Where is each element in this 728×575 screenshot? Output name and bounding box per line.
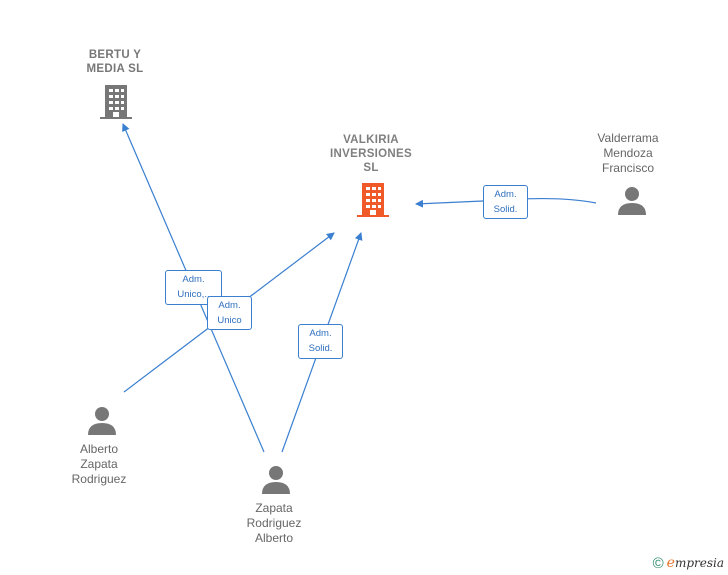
building-icon[interactable] (357, 182, 389, 218)
edge-label-adm-unico-valkiria[interactable]: Adm. Unico (207, 296, 252, 330)
building-icon[interactable] (100, 84, 132, 120)
node-label-zapata-rodriguez: Zapata Rodriguez Alberto (246, 501, 302, 545)
empresia-logo[interactable]: ©empresia (653, 555, 724, 572)
brand-name: mpresia (674, 556, 724, 570)
person-icon[interactable] (617, 186, 647, 216)
brand-e: e (666, 555, 675, 571)
person-icon[interactable] (87, 406, 117, 436)
node-label-bertu: BERTU Y MEDIA SL (86, 49, 144, 75)
edge-label-adm-solid-valderrama[interactable]: Adm. Solid. (483, 185, 528, 219)
person-icon[interactable] (261, 465, 291, 495)
node-label-valderrama: Valderrama Mendoza Francisco (597, 131, 659, 175)
node-label-alberto-zapata: Alberto Zapata Rodriguez (71, 442, 127, 486)
node-label-valkiria: VALKIRIA INVERSIONES SL (330, 134, 412, 174)
copyright-icon: © (652, 555, 664, 572)
edge-label-adm-solid-zapata[interactable]: Adm. Solid. (298, 324, 343, 359)
